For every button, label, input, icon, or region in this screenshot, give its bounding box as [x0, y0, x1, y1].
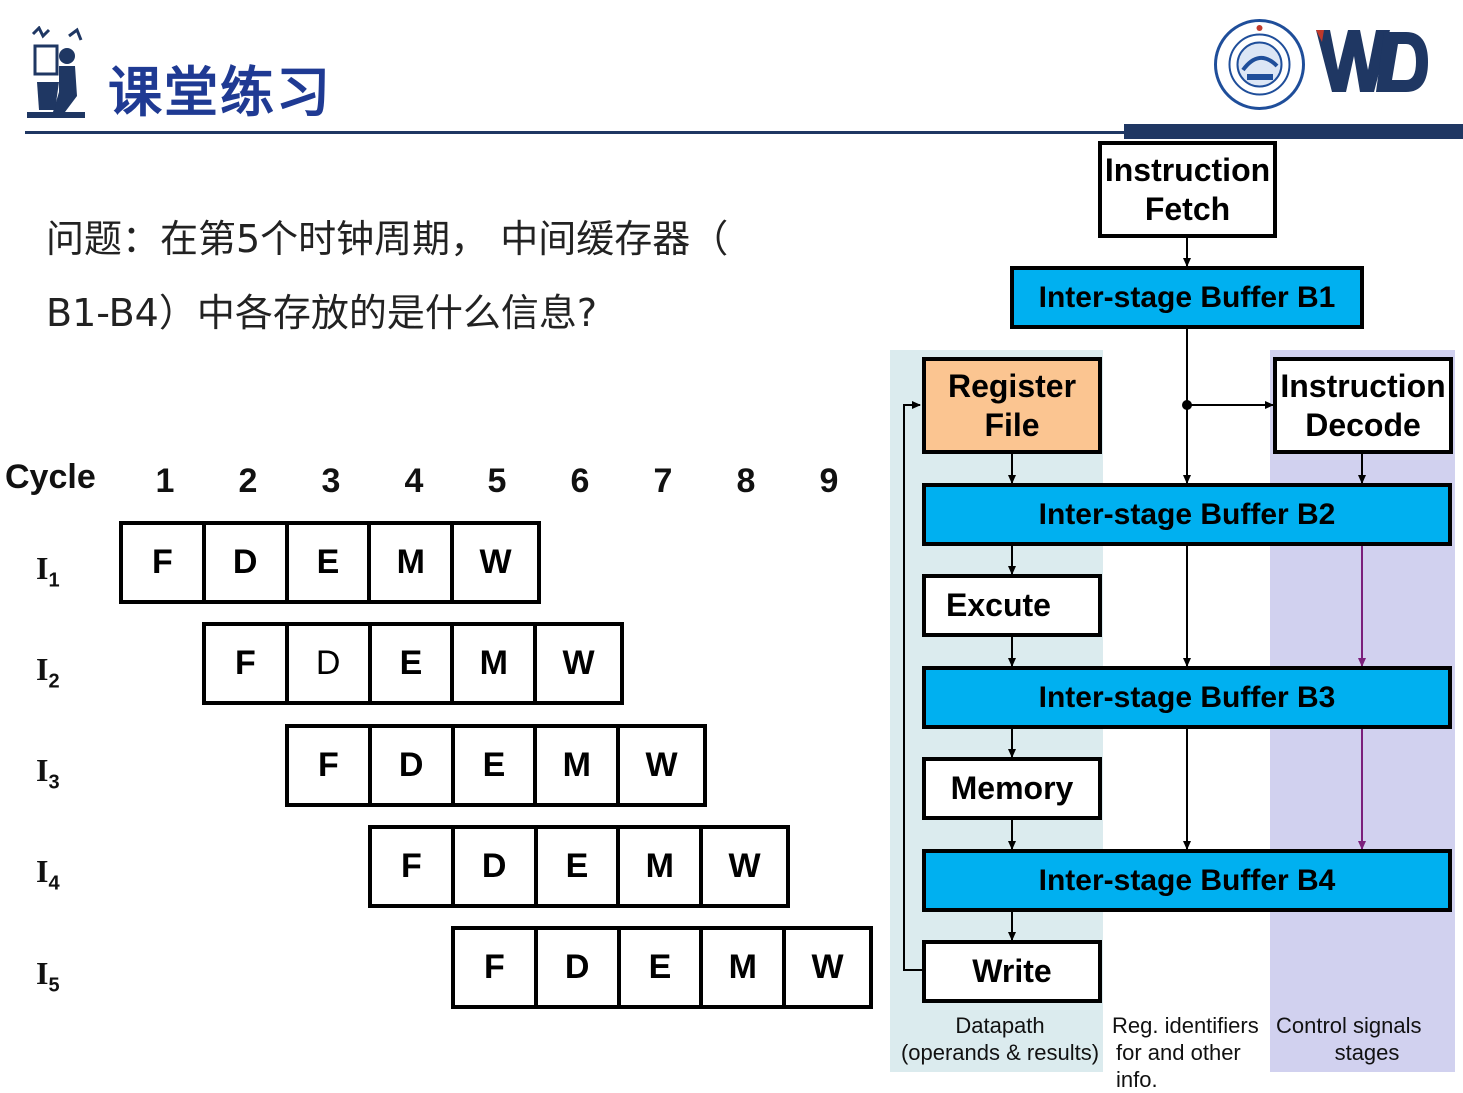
stage-cell: E	[621, 930, 704, 1005]
cycle-number: 8	[736, 462, 756, 500]
cycle-number: 5	[487, 462, 507, 500]
inter-stage-buffer-b1: Inter-stage Buffer B1	[1010, 266, 1364, 329]
pipeline-row-i1: F D E M W	[119, 521, 541, 604]
stage-cell: D	[289, 626, 372, 701]
stage-cell: M	[371, 525, 455, 600]
cycle-label: Cycle	[5, 458, 96, 496]
stage-cell: W	[562, 644, 595, 682]
caption-line: Datapath	[955, 1013, 1045, 1038]
stage-cell: F	[455, 930, 538, 1005]
memory-box: Memory	[922, 757, 1102, 820]
question-line-1: 问题：在第5个时钟周期， 中间缓存器（	[46, 217, 729, 261]
cycle-number: 6	[570, 462, 590, 500]
cycle-number: 3	[321, 462, 341, 500]
cycle-number: 1	[155, 462, 175, 500]
execute-box: Excute	[922, 574, 1102, 637]
stage-cell: W	[645, 746, 678, 784]
stage-cell: M	[537, 728, 621, 803]
header-rule	[25, 131, 1125, 134]
pipeline-row-i2: F D E M W	[202, 622, 624, 705]
stage-cell: E	[289, 525, 372, 600]
stage-cell: F	[289, 728, 372, 803]
pipeline-row-i5: F D E M W	[451, 926, 873, 1009]
university-seal	[1213, 18, 1306, 111]
write-box: Write	[922, 940, 1102, 1003]
stage-cell: D	[372, 728, 455, 803]
stage-cell: D	[538, 930, 621, 1005]
caption-line: stages	[1334, 1040, 1400, 1065]
inter-stage-buffer-b2: Inter-stage Buffer B2	[922, 483, 1452, 546]
instruction-label: I1	[36, 550, 60, 592]
instruction-label: I4	[36, 853, 60, 895]
stage-cell: W	[811, 948, 844, 986]
stage-cell: E	[372, 626, 455, 701]
stage-cell: F	[206, 626, 289, 701]
inter-stage-buffer-b3: Inter-stage Buffer B3	[922, 666, 1452, 729]
reg-identifiers-caption: Reg. identifiers for and other info.	[1106, 1012, 1282, 1093]
instruction-decode-box: Instruction Decode	[1273, 357, 1453, 454]
figure-icon	[25, 25, 87, 122]
stage-cell: E	[538, 829, 621, 904]
cycle-number: 7	[653, 462, 673, 500]
cycle-number: 9	[819, 462, 839, 500]
question-line-2: B1-B4）中各存放的是什么信息?	[46, 291, 598, 335]
WD-logo	[1312, 26, 1430, 96]
caption-line: for and other info.	[1116, 1040, 1241, 1092]
stage-cell: M	[620, 829, 704, 904]
caption-line: Control signals	[1276, 1013, 1422, 1038]
stage-cell: M	[703, 930, 787, 1005]
stage-cell: D	[206, 525, 289, 600]
cycle-number: 4	[404, 462, 424, 500]
caption-line: Reg. identifiers	[1112, 1013, 1259, 1038]
stage-cell: W	[479, 543, 512, 581]
instruction-label: I3	[36, 752, 60, 794]
stage-cell: M	[454, 626, 538, 701]
inter-stage-buffer-b4: Inter-stage Buffer B4	[922, 849, 1452, 912]
pipeline-row-i3: F D E M W	[285, 724, 707, 807]
stage-cell: D	[455, 829, 538, 904]
stage-cell: E	[455, 728, 538, 803]
register-file-box: Register File	[922, 357, 1102, 454]
instruction-fetch-box: Instruction Fetch	[1098, 141, 1277, 238]
instruction-label: I2	[36, 651, 60, 693]
stage-cell: F	[123, 525, 206, 600]
caption-line: (operands & results)	[900, 1040, 1100, 1065]
stage-cell: W	[728, 847, 761, 885]
cycle-number: 2	[238, 462, 258, 500]
pipeline-row-i4: F D E M W	[368, 825, 790, 908]
instruction-label: I5	[36, 955, 60, 997]
slide-title: 课堂练习	[108, 61, 332, 124]
header-rule-accent	[1124, 124, 1463, 139]
stage-cell: F	[372, 829, 455, 904]
control-signals-caption: Control signals stages	[1272, 1012, 1462, 1066]
datapath-caption: Datapath (operands & results)	[890, 1012, 1110, 1066]
